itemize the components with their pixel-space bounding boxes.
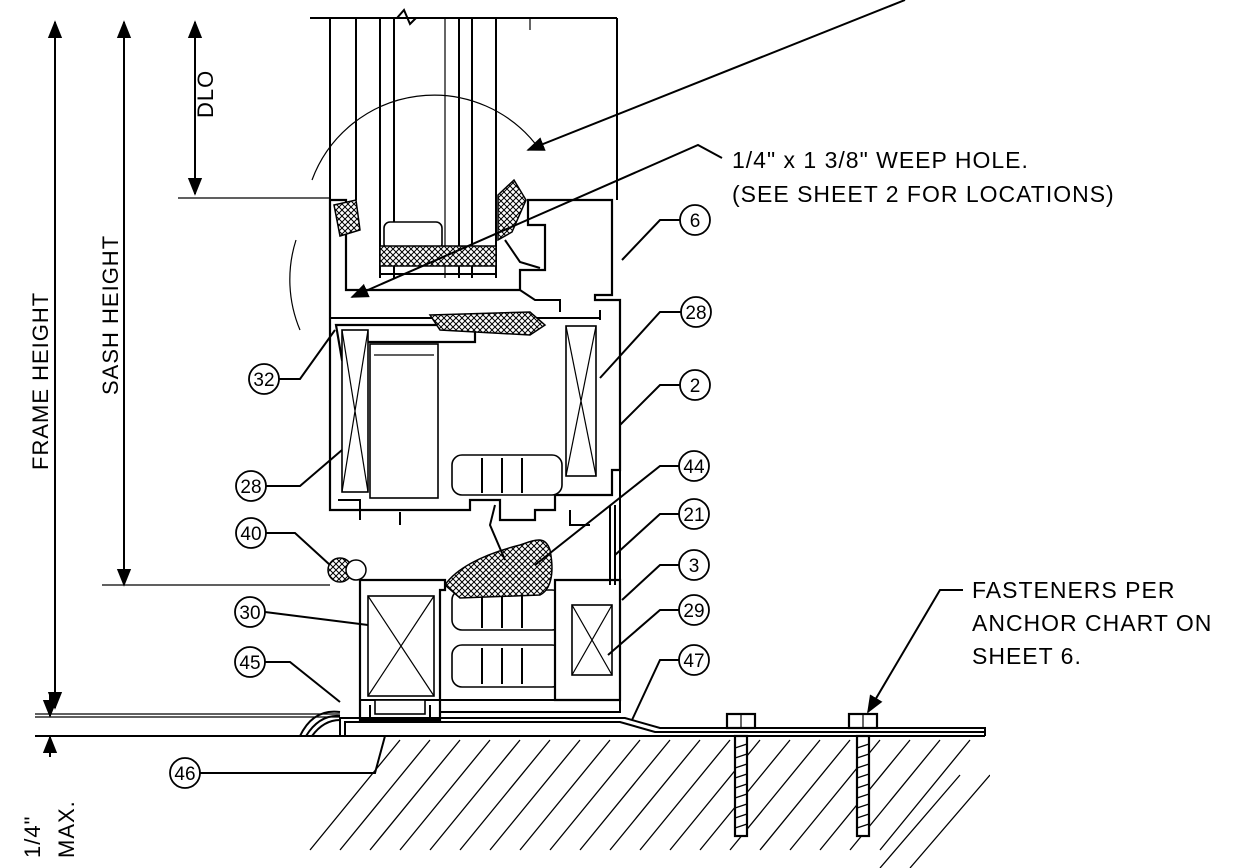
frame-profile xyxy=(358,470,622,722)
callout-32: 32 xyxy=(248,329,336,395)
detail-pointer-arrow xyxy=(526,0,906,151)
fasteners-note-line3: SHEET 6. xyxy=(972,643,1082,669)
callout-40-label: 40 xyxy=(240,524,261,545)
fasteners-leader xyxy=(867,589,963,714)
anchor-fastener-2 xyxy=(847,712,879,838)
callout-3-label: 3 xyxy=(689,556,700,577)
thermal-break-lower xyxy=(451,644,563,688)
dlo-label: DLO xyxy=(193,70,218,118)
callout-46: 46 xyxy=(169,735,386,789)
callout-2-label: 2 xyxy=(690,376,701,397)
callout-30: 30 xyxy=(234,596,369,628)
thermal-break-upper xyxy=(451,454,563,496)
callout-45-label: 45 xyxy=(239,653,260,674)
callout-6: 6 xyxy=(621,204,711,261)
shim-max-dimension xyxy=(35,694,340,757)
sash-profile xyxy=(328,178,622,526)
callout-28-left: 28 xyxy=(235,449,343,502)
callout-45: 45 xyxy=(234,646,341,703)
callout-6-label: 6 xyxy=(690,211,701,232)
callout-28-right-label: 28 xyxy=(685,303,706,324)
weep-hole-leader xyxy=(350,143,723,298)
dlo-dimension xyxy=(178,20,330,199)
frame-height-dimension xyxy=(35,20,340,715)
callout-44-label: 44 xyxy=(683,457,705,478)
callout-3: 3 xyxy=(621,549,710,601)
callout-21: 21 xyxy=(614,498,710,556)
fasteners-note-line2: ANCHOR CHART ON xyxy=(972,610,1212,636)
callout-21-label: 21 xyxy=(683,505,704,526)
shim-max-label: MAX. xyxy=(54,800,79,858)
weep-hole-note-line1: 1/4" x 1 3/8" WEEP HOLE. xyxy=(732,147,1029,173)
frame-height-label: FRAME HEIGHT xyxy=(28,292,53,470)
callout-2: 2 xyxy=(619,369,711,426)
center-seal-gasket xyxy=(444,539,553,599)
shim-max-value: 1/4" xyxy=(20,816,45,858)
sash-height-dimension xyxy=(102,20,330,587)
weep-hole-note-line2: (SEE SHEET 2 FOR LOCATIONS) xyxy=(732,181,1115,207)
substrate-hatch xyxy=(309,739,990,868)
callout-29: 29 xyxy=(607,594,710,656)
callout-30-label: 30 xyxy=(239,603,260,624)
callout-32-label: 32 xyxy=(253,370,274,391)
callout-28-right: 28 xyxy=(599,296,712,379)
anchor-fastener-1 xyxy=(725,712,757,838)
callout-28-left-label: 28 xyxy=(240,477,261,498)
callout-47-label: 47 xyxy=(683,651,704,672)
callout-29-label: 29 xyxy=(683,601,704,622)
sash-height-label: SASH HEIGHT xyxy=(98,235,123,395)
callout-44: 44 xyxy=(534,450,710,566)
callout-40: 40 xyxy=(235,517,331,566)
sash-bulb-seal xyxy=(327,557,367,583)
callout-47: 47 xyxy=(631,644,710,721)
fasteners-note-line1: FASTENERS PER xyxy=(972,577,1175,603)
center-seal-stem xyxy=(488,504,506,561)
glazing-unit xyxy=(310,8,618,278)
sill-flashing xyxy=(299,710,986,737)
callout-46-label: 46 xyxy=(174,764,195,785)
